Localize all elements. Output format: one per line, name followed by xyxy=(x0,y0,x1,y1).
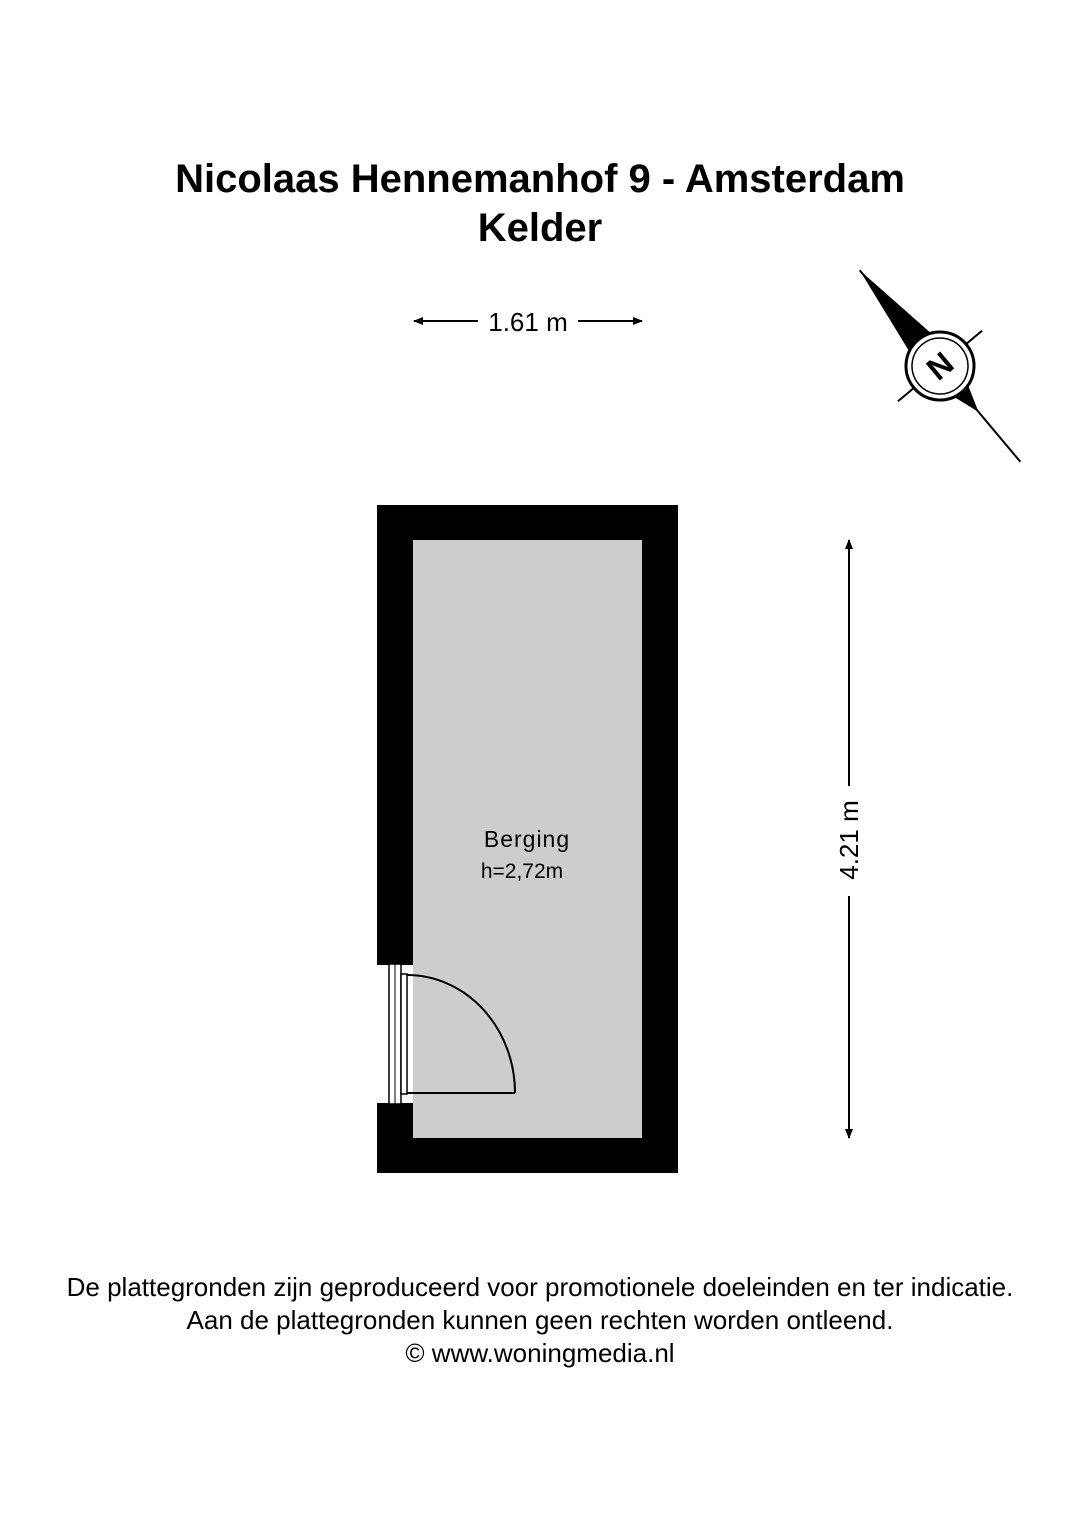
plan-title: Nicolaas Hennemanhof 9 - Amsterdam xyxy=(175,157,905,201)
north-arrow-icon: N xyxy=(858,269,1022,463)
room-height: h=2,72m xyxy=(481,860,563,883)
length-label: 4.21 m xyxy=(834,800,864,880)
room-name: Berging xyxy=(484,826,570,852)
door-icon xyxy=(377,963,516,1105)
width-label: 1.61 m xyxy=(488,307,568,337)
width-dimension: 1.61 m xyxy=(413,307,643,337)
floor-label: Kelder xyxy=(477,206,603,250)
length-dimension: 4.21 m xyxy=(834,539,864,1139)
room-floor xyxy=(413,540,642,1138)
copyright-line: © www.woningmedia.nl xyxy=(405,1338,675,1368)
disclaimer-line-1: De plattegronden zijn geproduceerd voor … xyxy=(66,1272,1014,1302)
disclaimer-line-2: Aan de plattegronden kunnen geen rechten… xyxy=(186,1305,894,1335)
room-berging: Berging h=2,72m xyxy=(377,505,678,1173)
